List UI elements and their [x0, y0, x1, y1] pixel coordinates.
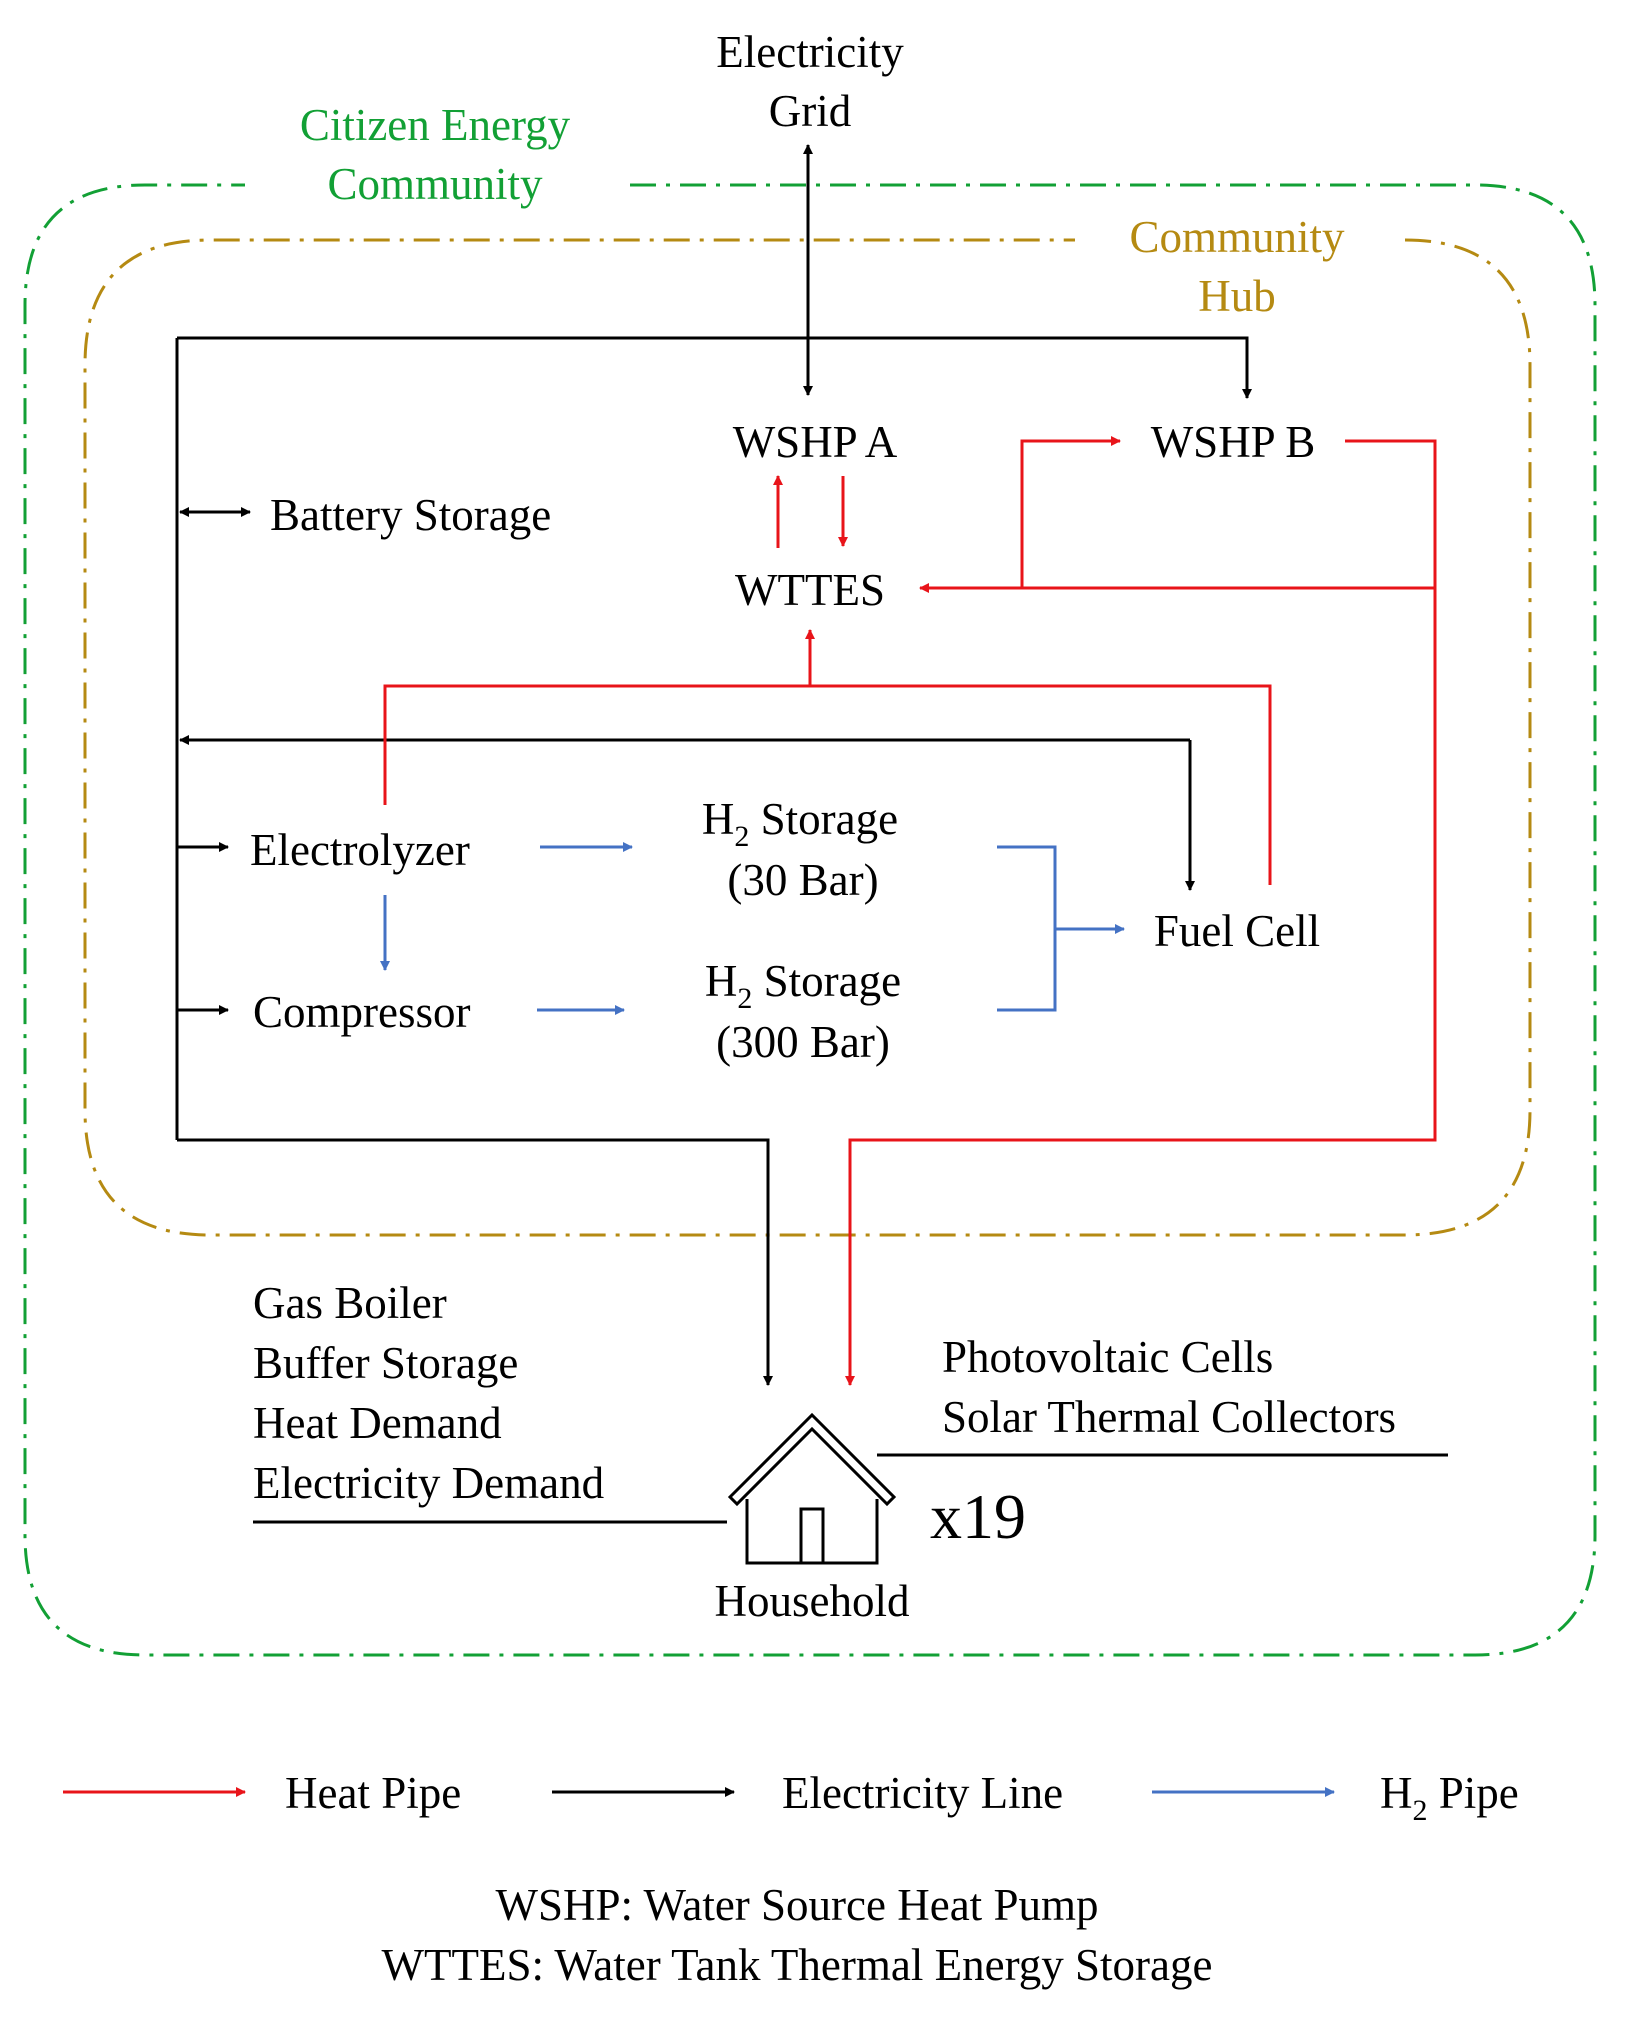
- heat-demand-label: Heat Demand: [253, 1398, 502, 1448]
- cec-label-1: Citizen Energy: [300, 100, 571, 150]
- bus-to-wshp-b-arrow: [177, 336, 1252, 399]
- community-hub-label-1: Community: [1129, 212, 1345, 262]
- h2-storage-300-label: H2 Storage: [705, 956, 901, 1015]
- heat-pipes: [383, 436, 1437, 1386]
- wshp-abbreviation-note: WSHP: Water Source Heat Pump: [496, 1880, 1099, 1930]
- electricity-demand-label: Electricity Demand: [253, 1458, 604, 1508]
- wshp-a-label: WSHP A: [733, 417, 898, 467]
- electricity-grid-label-1: Electricity: [716, 27, 904, 77]
- h2-storage-30-pressure: (30 Bar): [727, 855, 878, 905]
- legend-heat-pipe-label: Heat Pipe: [285, 1768, 461, 1818]
- cec-label-2: Community: [327, 159, 543, 209]
- household-label: Household: [715, 1576, 910, 1626]
- battery-storage-label: Battery Storage: [270, 490, 551, 540]
- legend-electricity-line-label: Electricity Line: [782, 1768, 1063, 1818]
- solar-thermal-label: Solar Thermal Collectors: [942, 1392, 1396, 1442]
- buffer-storage-label: Buffer Storage: [253, 1338, 518, 1388]
- house-icon: [727, 1412, 897, 1565]
- wshp-b-to-household-heat-line: [845, 439, 1437, 1386]
- electricity-lines: [175, 144, 1252, 1386]
- citizen-energy-community-boundary: [23, 183, 1597, 1657]
- h2-storage-300-pressure: (300 Bar): [716, 1017, 890, 1067]
- gas-boiler-label: Gas Boiler: [253, 1278, 447, 1328]
- household-count-label: x19: [930, 1481, 1026, 1552]
- electrolyzer-label: Electrolyzer: [250, 825, 470, 875]
- labels: Electricity Grid Citizen Energy Communit…: [250, 27, 1519, 1990]
- h2-pipes: [380, 842, 1125, 1015]
- wshp-b-label: WSHP B: [1151, 417, 1316, 467]
- legend-h2-pipe-label: H2 Pipe: [1380, 1768, 1519, 1827]
- household-connector-lines: [253, 1453, 1448, 1524]
- h2-storage-merge-line: [997, 845, 1057, 1012]
- community-hub-boundary: [83, 238, 1532, 1237]
- photovoltaic-label: Photovoltaic Cells: [942, 1332, 1273, 1382]
- wttes-label: WTTES: [735, 565, 885, 615]
- electricity-grid-label-2: Grid: [769, 86, 852, 136]
- electrolyzer-and-fuel-cell-heat-line: [383, 684, 1272, 885]
- compressor-label: Compressor: [253, 987, 471, 1037]
- community-hub-label-2: Hub: [1198, 271, 1276, 321]
- h2-storage-30-label: H2 Storage: [702, 794, 898, 853]
- bus-to-household-arrow: [177, 1138, 773, 1386]
- loop-to-wshp-b-arrow: [1020, 436, 1121, 588]
- wttes-abbreviation-note: WTTES: Water Tank Thermal Energy Storage: [382, 1940, 1213, 1990]
- fuel-cell-label: Fuel Cell: [1154, 906, 1320, 956]
